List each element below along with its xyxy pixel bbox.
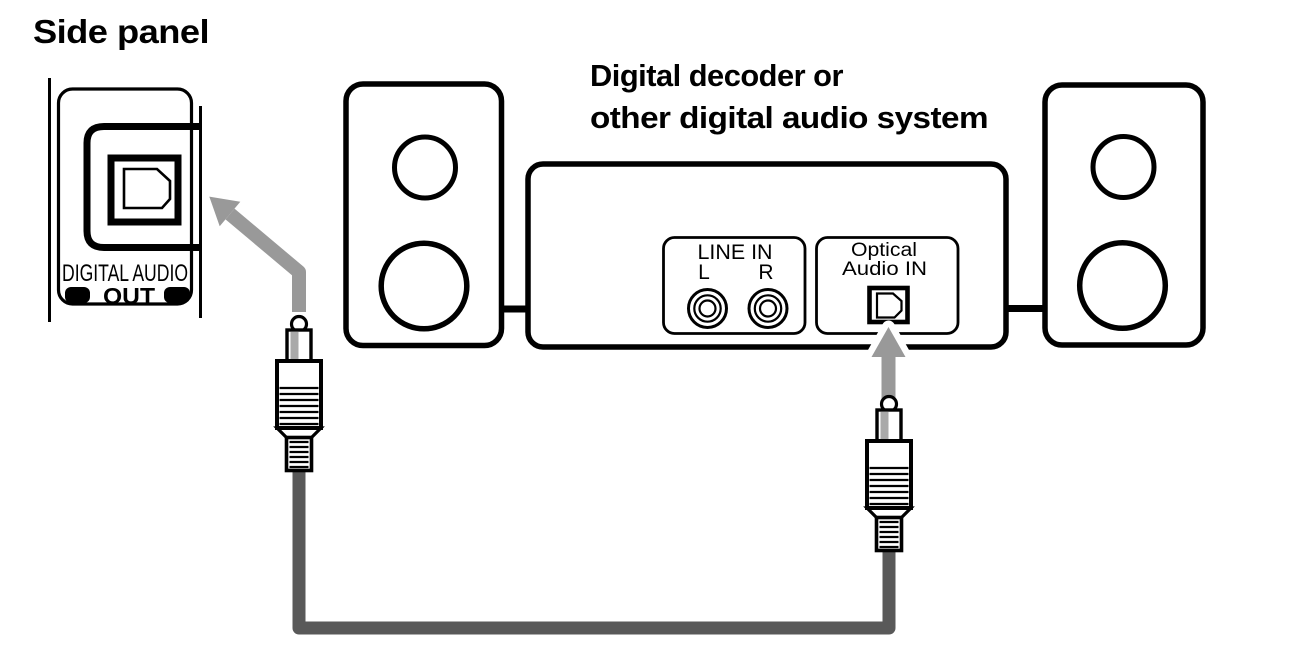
decoder-unit: LINE IN L R Optical Audio IN <box>525 161 1009 350</box>
out-label-left-bar <box>65 287 90 303</box>
rca-jack-left <box>687 288 728 329</box>
optical-in-panel: Optical Audio IN <box>815 236 960 335</box>
optical-audio-in-jack-opening <box>875 292 903 319</box>
toslink-plug-left <box>275 314 323 473</box>
toslink-plug-right <box>865 394 913 553</box>
right-speaker-tweeter <box>1090 134 1157 200</box>
left-speaker-tweeter <box>392 134 458 201</box>
right-speaker-woofer <box>1076 239 1169 332</box>
line-in-right-label: R <box>758 261 773 284</box>
left-speaker-woofer <box>378 240 470 332</box>
arrow-to-optical-in <box>865 320 912 406</box>
rca-jack-right <box>747 288 789 329</box>
line-in-panel: LINE IN L R <box>662 236 807 335</box>
out-label: OUT <box>103 283 155 309</box>
device-title-line2: other digital audio system <box>590 100 988 135</box>
digital-audio-label: DIGITAL AUDIO <box>62 260 188 287</box>
out-label-right-bar <box>164 287 190 303</box>
line-in-left-label: L <box>698 261 710 284</box>
optical-label-line1: Optical <box>851 240 917 261</box>
arrow-to-digital-audio-out <box>204 191 312 312</box>
digital-audio-out-jack-opening <box>122 167 172 210</box>
optical-cable <box>292 466 896 635</box>
side-panel-title: Side panel <box>33 13 209 50</box>
side-panel-illustration: DIGITAL AUDIO OUT <box>48 78 202 322</box>
line-in-label: LINE IN <box>698 241 773 264</box>
left-speaker <box>343 81 505 349</box>
device-title-line1: Digital decoder or <box>590 58 843 93</box>
arrow-head <box>209 196 241 227</box>
arrow-up <box>871 327 906 399</box>
jack-molding-c-shape <box>83 123 200 251</box>
arrow-shaft <box>225 208 306 312</box>
optical-label-line2: Audio IN <box>842 259 927 280</box>
right-speaker <box>1042 82 1206 348</box>
